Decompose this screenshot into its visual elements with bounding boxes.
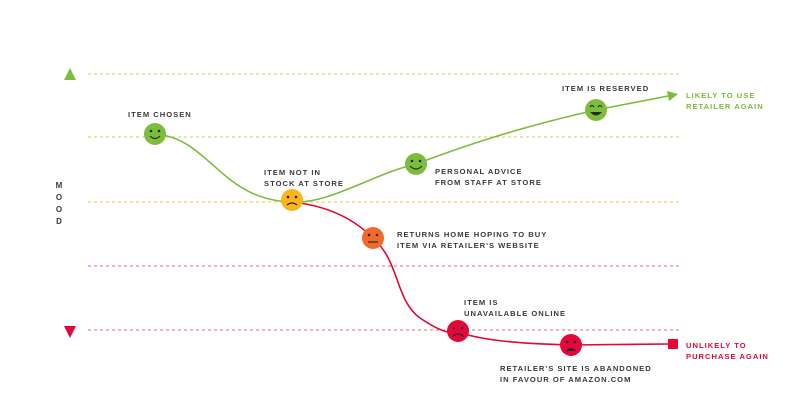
label-item-unavailable: ITEM IS UNAVAILABLE ONLINE bbox=[464, 298, 567, 318]
label-returns-home: RETURNS HOME HOPING TO BUY ITEM VIA RETA… bbox=[397, 230, 548, 250]
label-item-reserved: ITEM IS RESERVED bbox=[562, 84, 650, 93]
mood-axis-letter-2: O bbox=[55, 193, 63, 202]
label-personal-advice: PERSONAL ADVICE FROM STAFF AT STORE bbox=[435, 167, 542, 187]
negative-journey-path bbox=[291, 201, 669, 346]
label-site-abandoned: RETAILER'S SITE IS ABANDONED IN FAVOUR O… bbox=[500, 364, 652, 384]
positive-path-arrowhead bbox=[667, 91, 678, 101]
face-site-abandoned bbox=[560, 334, 582, 356]
positive-journey-path bbox=[154, 95, 669, 203]
face-returns-home bbox=[362, 227, 384, 249]
face-personal-advice bbox=[405, 153, 427, 175]
label-item-not-in-stock: ITEM NOT IN STOCK AT STORE bbox=[264, 168, 344, 188]
mood-axis-letter-3: O bbox=[55, 205, 63, 214]
face-item-not-in-stock bbox=[281, 189, 303, 211]
mood-axis-letter-4: D bbox=[56, 217, 62, 226]
face-item-unavailable bbox=[447, 320, 469, 342]
face-item-chosen bbox=[144, 123, 166, 145]
mood-axis-arrow-down bbox=[64, 326, 76, 338]
mood-axis-letter-1: M bbox=[55, 181, 63, 190]
mood-axis-arrow-up bbox=[64, 68, 76, 80]
face-item-reserved bbox=[585, 99, 607, 121]
negative-path-end-marker bbox=[668, 339, 678, 349]
label-item-chosen: ITEM CHOSEN bbox=[128, 110, 192, 119]
outcome-unlikely-to-purchase: UNLIKELY TO PURCHASE AGAIN bbox=[686, 341, 769, 361]
outcome-likely-to-use: LIKELY TO USE RETAILER AGAIN bbox=[686, 91, 764, 111]
